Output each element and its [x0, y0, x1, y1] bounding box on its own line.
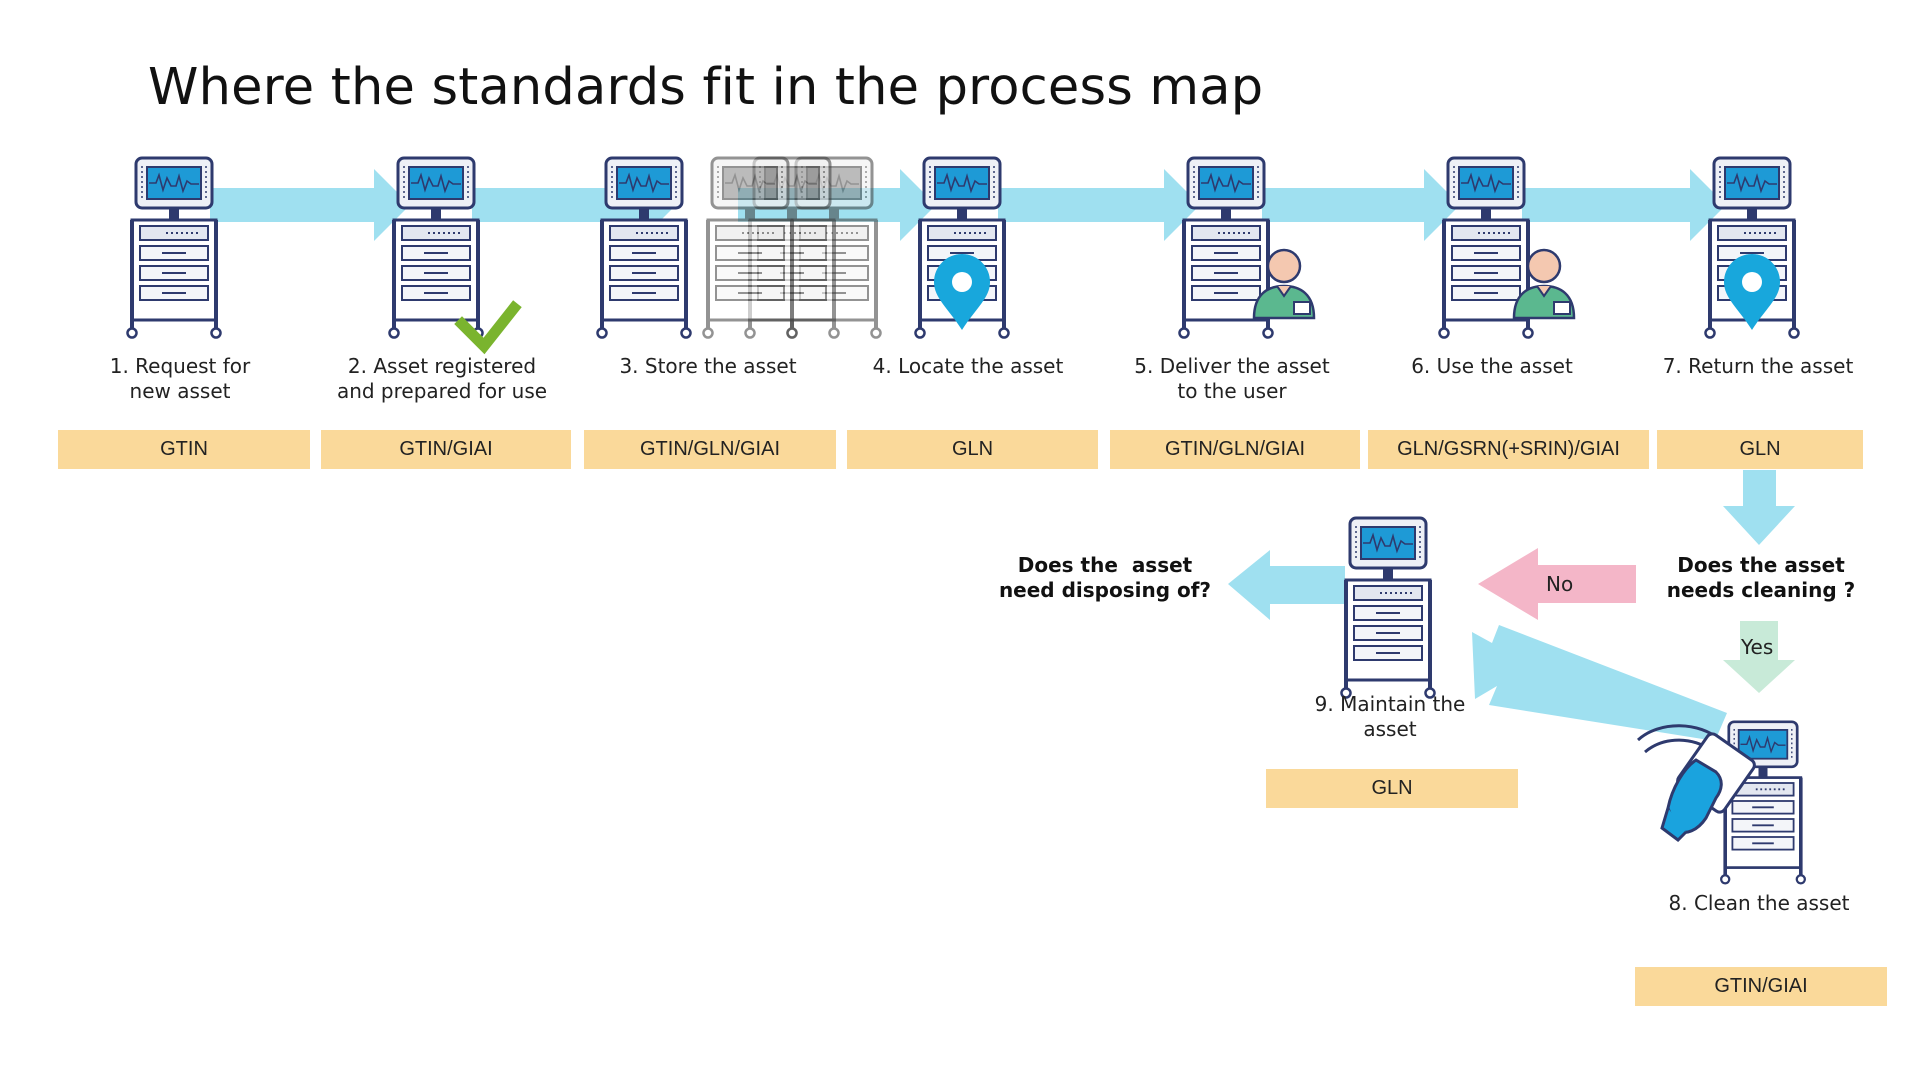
step-standard-3: GTIN/GLN/GIAI	[584, 430, 836, 469]
step-caption-2: 2. Asset registered and prepared for use	[336, 354, 548, 403]
no-label: No	[1546, 572, 1574, 596]
step-standard-7: GLN	[1657, 430, 1863, 469]
medical-cart-user-icon	[1437, 156, 1576, 340]
clean-caption: 8. Clean the asset	[1668, 891, 1850, 915]
step-caption-6: 6. Use the asset	[1411, 354, 1573, 378]
flow-arrow-5-to-6	[1262, 169, 1460, 241]
question-cleaning: Does the asset needs cleaning ?	[1666, 553, 1856, 602]
return-to-maintain-arrow	[1472, 625, 1727, 741]
medical-cart-user-icon	[1177, 156, 1316, 340]
medical-cart-check-icon	[387, 156, 522, 355]
yes-arrow	[1723, 621, 1795, 693]
flow-arrow-6-to-7	[1522, 169, 1726, 241]
flow-arrow-4-to-5	[998, 169, 1200, 241]
page-title: Where the standards fit in the process m…	[148, 58, 1264, 117]
step-caption-7: 7. Return the asset	[1662, 354, 1854, 378]
step-standard-2: GTIN/GIAI	[321, 430, 571, 469]
clean-standard: GTIN/GIAI	[1635, 967, 1887, 1006]
maintain-cart-icon	[1339, 516, 1437, 700]
no-arrow	[1478, 548, 1636, 620]
maintain-standard: GLN	[1266, 769, 1518, 808]
step-standard-1: GTIN	[58, 430, 310, 469]
step-standard-4: GLN	[847, 430, 1098, 469]
step-caption-4: 4. Locate the asset	[872, 354, 1064, 378]
clean-cart-glove-icon	[1636, 719, 1807, 886]
step-caption-5: 5. Deliver the asset to the user	[1134, 354, 1330, 403]
step-standard-5: GTIN/GLN/GIAI	[1110, 430, 1360, 469]
medical-cart-pin-icon	[913, 156, 1011, 340]
yes-label: Yes	[1741, 635, 1774, 659]
medical-cart-pin-icon	[1703, 156, 1801, 340]
medical-cart-icon	[125, 156, 223, 340]
flow-arrow-1-to-2	[210, 169, 410, 241]
step-caption-3: 3. Store the asset	[619, 354, 797, 378]
down-arrow-to-cleaning-question	[1723, 470, 1795, 545]
maintain-caption: 9. Maintain the asset	[1314, 692, 1466, 741]
step-caption-1: 1. Request for new asset	[109, 354, 251, 403]
question-disposing: Does the asset need disposing of?	[998, 553, 1212, 602]
step-standard-6: GLN/GSRN(+SRIN)/GIAI	[1368, 430, 1649, 469]
flow-arrow-2-to-3	[472, 169, 676, 241]
dispose-arrow	[1228, 550, 1345, 620]
medical-cart-stack-icon	[595, 156, 883, 340]
